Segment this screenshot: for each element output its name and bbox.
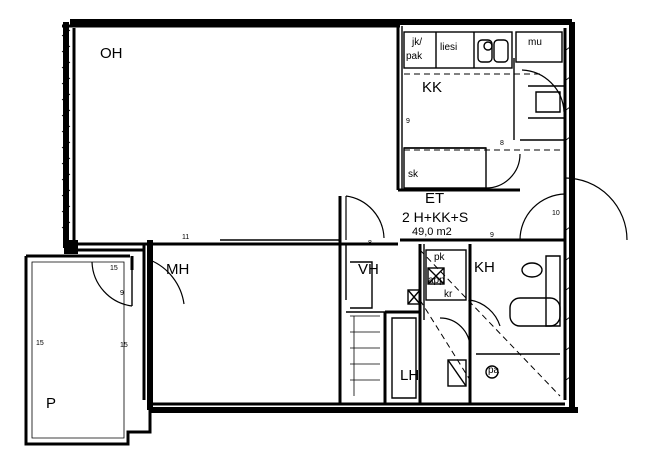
wall-hatching: [61, 29, 575, 381]
bathroom-fixtures: [407, 249, 561, 397]
dimension-label: 9: [120, 290, 124, 297]
entrance-door: [519, 177, 628, 241]
apartment-type: 2 H+KK+S: [402, 209, 469, 225]
fixture-label-mu: mu: [528, 37, 542, 48]
fixture-label-app: app: [428, 275, 445, 286]
room-label-oh: OH: [100, 45, 123, 62]
balcony: [24, 254, 152, 446]
fixture-label-jk: jk/: [412, 37, 422, 48]
room-label-et: ET: [425, 190, 445, 207]
interior-walls: [150, 26, 565, 404]
exterior-walls: [62, 19, 578, 413]
dimension-label: 15: [36, 340, 44, 347]
room-label-kh: KH: [474, 259, 495, 276]
fixture-label-pa: pa: [488, 365, 500, 376]
dimension-label: 11: [182, 234, 190, 241]
bedroom-door: [91, 259, 185, 316]
room-label-lh: LH: [400, 367, 420, 384]
fixture-label-sk: sk: [408, 169, 418, 180]
kitchen-fixtures: [403, 31, 565, 189]
dimension-label: 8: [368, 240, 372, 247]
fixture-label-kr: kr: [444, 289, 453, 300]
room-label-mh: MH: [166, 261, 190, 278]
room-label-kk: KK: [422, 79, 443, 96]
fixture-label-pk: pk: [434, 252, 445, 263]
room-label-p: P: [46, 395, 57, 412]
fixture-label-pak: pak: [406, 51, 423, 62]
dimension-label: 9: [490, 232, 494, 239]
dimension-label: 15: [120, 342, 128, 349]
closet-fixtures: [345, 195, 417, 399]
dimension-label: 15: [110, 265, 118, 272]
dimension-label: 8: [500, 140, 504, 147]
dimension-label: 10: [552, 210, 560, 217]
room-label-vh: VH: [358, 261, 379, 278]
fixture-label-liesi: liesi: [440, 42, 458, 53]
apartment-area: 49,0 m2: [412, 226, 452, 238]
dimension-label: 9: [406, 118, 410, 125]
overhead-dashes: [208, 73, 564, 245]
